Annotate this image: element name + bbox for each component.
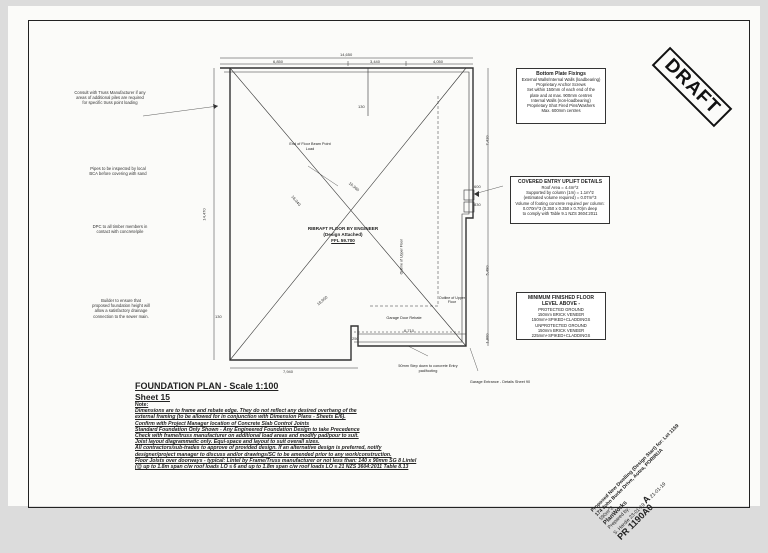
dim-left-height: 14,470 [201, 208, 207, 221]
floor-level-line: 225mm+SPIKED+CLADDINGS [531, 333, 591, 339]
diagonal-line [229, 67, 467, 347]
dim-small-e: 250 [352, 336, 359, 341]
floor-level-line: 150mm+SPIKED+CLADDINGS [531, 317, 591, 323]
uplift-line: 0.070m^3 (0.350 x 0.350 x 0.70)m deep [522, 205, 598, 211]
note-line: Confirm with Project Manager location of… [135, 420, 310, 427]
garage-rebate: Garage Door Rebate [386, 316, 422, 320]
slab-label: RIBRAFT FLOOR BY ENGINEER [307, 226, 379, 231]
dim-overall: 14,650 [340, 52, 353, 57]
floor-level-line: 150mm BRICK VENEER [537, 312, 585, 318]
dim-bottom-mid: 6,710 [404, 328, 415, 333]
uplift-line: Volume of footing concrete required per … [515, 200, 605, 206]
note-drainage: Builder to ensure that proposed foundati… [92, 298, 150, 319]
sheet-number: Sheet 15 [135, 392, 170, 402]
note-line: (@ up to 1.8m span c/w roof loads LO ≤ 6… [135, 464, 409, 471]
floor-level-line: PROTECTED GROUND [538, 307, 584, 312]
dim-right-small: 1,800 [484, 333, 490, 344]
plan-title: FOUNDATION PLAN - Scale 1:100 [135, 381, 279, 391]
note-line: Joist layout diagrammatic only. Equi-spa… [135, 439, 320, 446]
note-truss-piles: Consult with Truss Manufacturer if any a… [74, 90, 146, 106]
dim-right-upper: 7,410 [484, 135, 490, 146]
garage-entrance: Garage Entrance - Details Sheet 90 [469, 380, 531, 384]
bottom-plate-fixings: Bottom Plate Fixings External Walls/Inte… [516, 68, 606, 124]
dim-small-a: 130 [358, 104, 365, 109]
note-line: All contractors/sub-trades to approve of… [135, 445, 382, 452]
note-label: Note: [135, 402, 149, 408]
bottom-plate-heading: Bottom Plate Fixings [536, 71, 586, 77]
note-line: Floor Joists over doorways - typical: Li… [135, 457, 417, 464]
uplift-line: (estimated volume required) = 0.07m^3 [523, 195, 597, 201]
note-line: designer/project manager to discuss and/… [135, 451, 392, 458]
dim-top-mid: 3,440 [370, 59, 381, 64]
note-line: Check with frame/truss manufacturer on a… [135, 433, 359, 440]
uplift-line: to comply with Table 9.1 NZS 3604:2011 [522, 211, 598, 217]
bottom-plate-line: Max. 600mm centres [541, 108, 581, 114]
uplift-heading: COVERED ENTRY UPLIFT DETAILS [517, 179, 603, 185]
sheet-border [28, 20, 750, 508]
note-line: Dimensions are to frame and rebate edge.… [135, 408, 357, 415]
ffl-label: FFL 59.700 [331, 238, 355, 243]
floor-level-box: MINIMUM FINISHED FLOOR LEVEL ABOVE - PRO… [516, 292, 606, 340]
foundation-plan-drawing [142, 57, 504, 372]
foundation-plan-notes: FOUNDATION PLAN - Scale 1:100 Sheet 15 N… [135, 381, 485, 470]
dim-right-lower: 5,490 [484, 265, 490, 276]
beam-note: End of Floor Beam Point Load [289, 142, 331, 151]
uplift-details: COVERED ENTRY UPLIFT DETAILS Roof Area =… [510, 176, 610, 224]
floor-level-line: UNPROTECTED GROUND [535, 322, 587, 328]
bottom-plate-line: Set within 150mm of each end of the [527, 87, 595, 93]
bottom-plate-line: Proprietary Shot Fired Pins/Washers [527, 103, 595, 109]
bottom-plate-line: Proprietary Anchor Screws [536, 82, 586, 88]
note-line: external framing (to be allowed for in c… [135, 414, 346, 421]
slab-outline [220, 67, 474, 361]
dim-small-d: 830 [474, 202, 481, 207]
floor-level-line: 150mm BRICK VENEER [537, 327, 585, 333]
bottom-plate-line: External Walls/Internal Walls (loadbeari… [521, 77, 601, 82]
floor-level-heading: MINIMUM FINISHED FLOOR [527, 295, 595, 301]
note-pipes: Pipes to be inspected by local BCA befor… [89, 166, 147, 177]
outline-upper-floor-2: Outline of Upper Floor [438, 296, 466, 305]
diagonal-line [229, 67, 467, 361]
outline-upper-floor: Outline of Upper Floor [399, 239, 404, 275]
step-down-note: 50mm Step down to concrete Entry pad/foo… [398, 364, 458, 373]
floor-level-heading-2: LEVEL ABOVE - [541, 301, 581, 307]
dim-bottom-left: 7,940 [283, 369, 294, 374]
dim-top-right: 4,050 [433, 59, 444, 64]
dim-small-b: 130 [215, 314, 222, 319]
drawing-sheet: 14,650 6,850 3,440 4,050 14,470 7,410 5,… [8, 6, 760, 542]
bottom-plate-line: Internal Walls (non-loadbearing) [531, 97, 591, 103]
uplift-line: Roof Area = 4.4m^2 [541, 185, 579, 190]
note-dpc: DPC to all timber members in contact wit… [92, 224, 148, 235]
note-line: Standard Foundation Only Shown - Any Eng… [135, 426, 360, 433]
dim-small-c: 600 [474, 184, 481, 189]
slab-sub: (Design Attached) [323, 232, 363, 237]
dim-top-left: 6,850 [273, 59, 284, 64]
uplift-line: Supported by column (1m) = 1.1m^2 [526, 190, 594, 196]
bottom-plate-line: plate and at max. 900mm centres [529, 92, 593, 98]
